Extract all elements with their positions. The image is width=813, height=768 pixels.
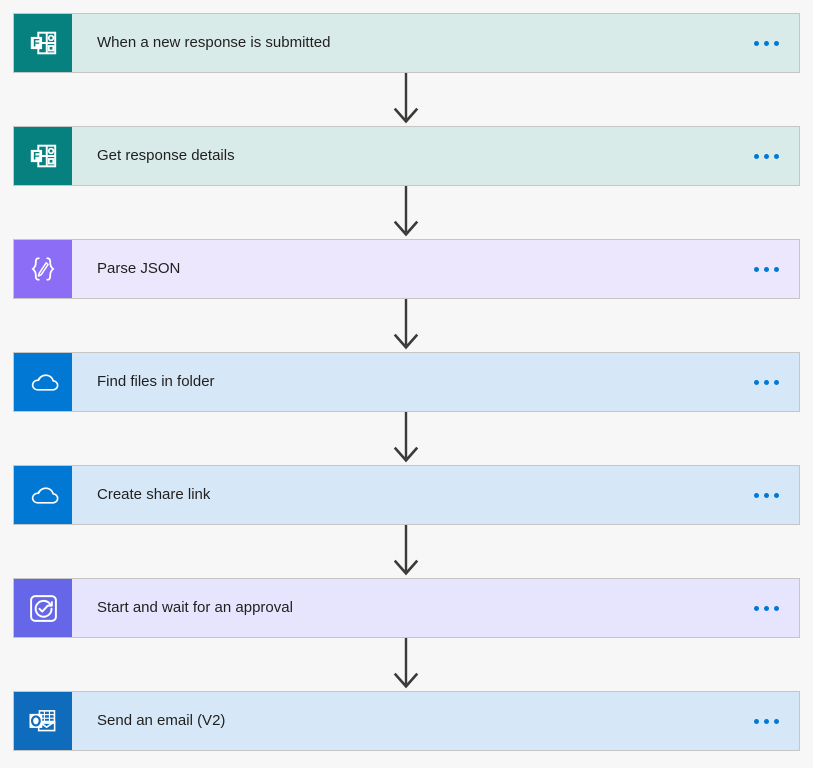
- flow-connector-arrow: [391, 412, 421, 465]
- svg-text:F: F: [33, 150, 40, 162]
- onedrive-icon: [14, 353, 72, 411]
- flow-step-title: Start and wait for an approval: [97, 599, 293, 616]
- flow-step-card[interactable]: F Get response details: [13, 126, 800, 186]
- svg-text:F: F: [33, 37, 40, 49]
- flow-step-card[interactable]: Parse JSON: [13, 239, 800, 299]
- outlook-icon: [14, 692, 72, 750]
- flow-step-card[interactable]: Find files in folder: [13, 352, 800, 412]
- ellipsis-menu-icon[interactable]: [750, 148, 783, 165]
- approvals-icon: [14, 579, 72, 637]
- ellipsis-menu-icon[interactable]: [750, 35, 783, 52]
- flow-connector-arrow: [391, 638, 421, 691]
- ellipsis-menu-icon[interactable]: [750, 374, 783, 391]
- flow-connector-arrow: [391, 299, 421, 352]
- flow-step-title: Send an email (V2): [97, 712, 226, 729]
- flow-step-card[interactable]: Start and wait for an approval: [13, 578, 800, 638]
- flow-step-body: Get response details: [72, 127, 799, 185]
- flow-connector-arrow: [391, 525, 421, 578]
- ellipsis-menu-icon[interactable]: [750, 487, 783, 504]
- flow-connector-arrow: [391, 73, 421, 126]
- flow-step-title: When a new response is submitted: [97, 34, 331, 51]
- microsoft-forms-icon: F: [14, 14, 72, 72]
- ellipsis-menu-icon[interactable]: [750, 261, 783, 278]
- ellipsis-menu-icon[interactable]: [750, 713, 783, 730]
- flow-step-card[interactable]: Send an email (V2): [13, 691, 800, 751]
- flow-step-title: Create share link: [97, 486, 211, 503]
- flow-step-body: Find files in folder: [72, 353, 799, 411]
- parse-json-icon: [14, 240, 72, 298]
- ellipsis-menu-icon[interactable]: [750, 600, 783, 617]
- onedrive-icon: [14, 466, 72, 524]
- flow-step-title: Find files in folder: [97, 373, 215, 390]
- flow-step-card[interactable]: F When a new response is submitted: [13, 13, 800, 73]
- flow-step-title: Parse JSON: [97, 260, 181, 277]
- flow-step-title: Get response details: [97, 147, 235, 164]
- flow-step-body: Start and wait for an approval: [72, 579, 799, 637]
- flow-step-body: When a new response is submitted: [72, 14, 799, 72]
- flow-step-card[interactable]: Create share link: [13, 465, 800, 525]
- flow-step-body: Send an email (V2): [72, 692, 799, 750]
- flow-step-body: Create share link: [72, 466, 799, 524]
- microsoft-forms-icon: F: [14, 127, 72, 185]
- flow-connector-arrow: [391, 186, 421, 239]
- flow-step-body: Parse JSON: [72, 240, 799, 298]
